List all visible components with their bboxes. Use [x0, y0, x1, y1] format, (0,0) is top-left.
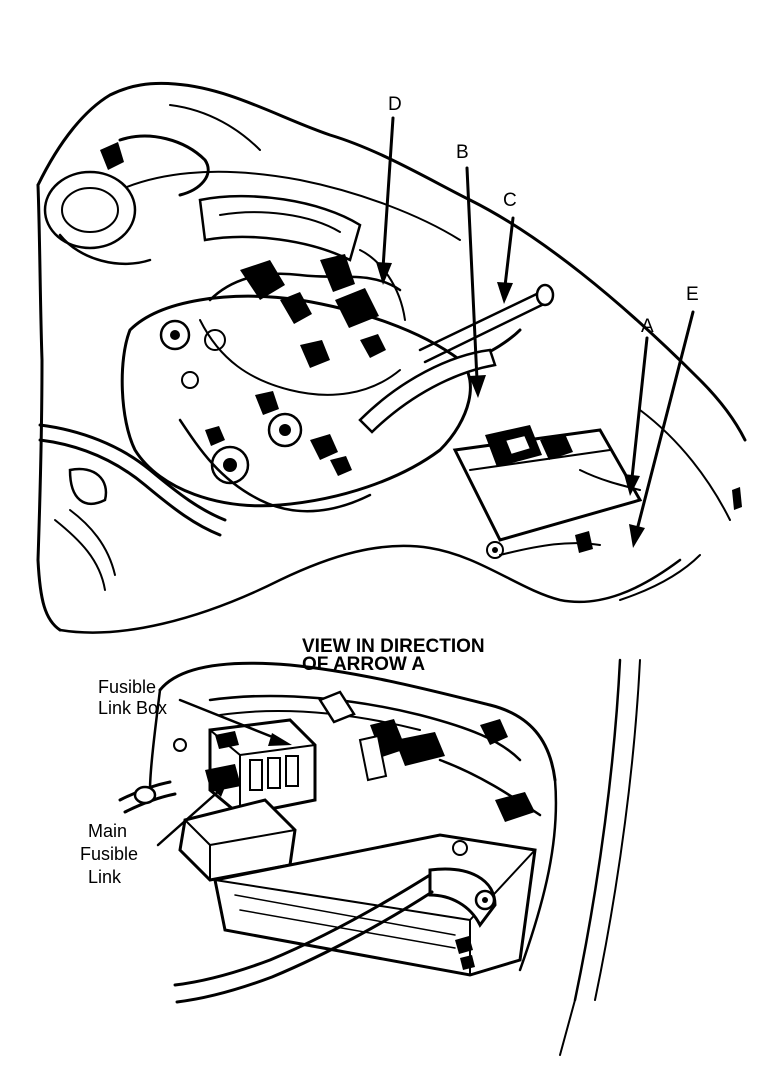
- main-fusible-link-label-line3: Link: [88, 867, 122, 887]
- engine-compartment-illustration: [36, 81, 747, 634]
- fusible-link-box-label-line2: Link Box: [98, 698, 167, 718]
- fusible-link-box-label-line1: Fusible: [98, 677, 156, 697]
- callout-d: D: [388, 94, 402, 115]
- callout-arrows: [376, 116, 695, 548]
- detail-view-heading-line1: VIEW IN DIRECTION: [302, 636, 485, 657]
- detail-view-illustration: [118, 658, 641, 1056]
- callout-a: A: [641, 316, 654, 337]
- label-leader-arrows: [156, 698, 292, 847]
- main-fusible-link-label-line1: Main: [88, 821, 127, 841]
- callout-e: E: [686, 284, 699, 305]
- main-fusible-link-label-line2: Fusible: [80, 844, 138, 864]
- callout-b: B: [456, 142, 469, 163]
- detail-view-heading-line2: OF ARROW A: [302, 654, 425, 675]
- callout-c: C: [503, 190, 517, 211]
